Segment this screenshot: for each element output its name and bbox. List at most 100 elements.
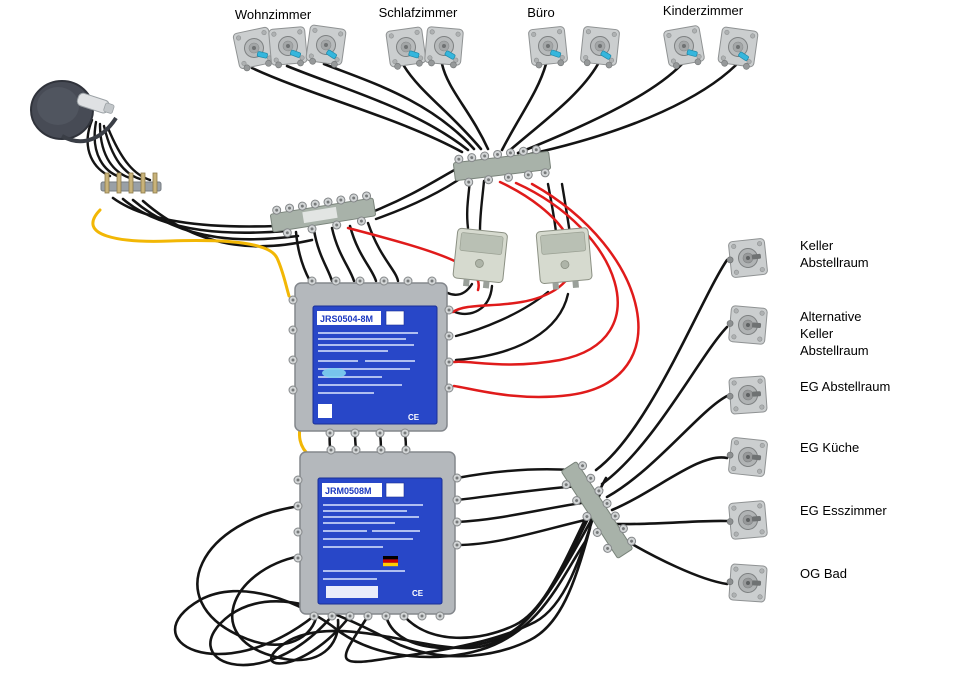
f-connector	[379, 276, 389, 286]
f-connector	[350, 428, 360, 438]
german-flag-icon	[383, 556, 398, 567]
wall-outlet	[725, 304, 769, 346]
f-connector	[444, 383, 454, 393]
multiswitch-jrm-model: JRM0508M	[325, 486, 372, 496]
f-connector	[466, 152, 477, 163]
f-connector	[444, 357, 454, 367]
f-connector	[417, 611, 427, 621]
coax-cable-black	[614, 519, 729, 526]
coax-cable-black	[600, 325, 729, 486]
coax-cable-red	[452, 181, 619, 366]
f-connector	[523, 169, 534, 180]
wall-outlet	[579, 25, 621, 70]
earthing-splitter-upper	[270, 190, 376, 238]
coax-cable-red	[452, 182, 640, 399]
room-label-altkeller-3: Abstellraum	[800, 343, 869, 358]
f-connector	[452, 473, 462, 483]
f-connector	[288, 355, 298, 365]
f-connector	[288, 325, 298, 335]
f-connector	[427, 276, 437, 286]
f-connector	[453, 154, 464, 165]
grounding-block	[100, 172, 162, 194]
coax-cable-black	[500, 62, 548, 152]
f-connector	[307, 276, 317, 286]
coax-cable-black	[231, 554, 340, 662]
coax-cable-black	[610, 456, 729, 512]
room-label-keller-2: Abstellraum	[800, 255, 869, 270]
f-connector	[375, 428, 385, 438]
satellite-dish	[30, 80, 118, 144]
coax-cable-black	[524, 63, 738, 157]
right-outlets	[724, 237, 769, 603]
top-outlets	[232, 24, 759, 73]
coax-cable-red	[451, 180, 576, 314]
coax-cable-black	[285, 64, 470, 152]
wall-outlet	[423, 25, 465, 69]
coax-cable-black	[516, 62, 684, 155]
multiswitch-jrs: JRS0504-8M CE	[288, 276, 454, 438]
coax-cable-black	[344, 500, 600, 664]
wall-outlet	[304, 24, 347, 69]
room-labels-right: Keller Abstellraum Alternative Keller Ab…	[800, 238, 890, 581]
wall-outlet	[385, 26, 428, 71]
room-label-eg-abstellraum: EG Abstellraum	[800, 379, 890, 394]
f-connector	[505, 147, 516, 158]
f-connector	[351, 445, 361, 455]
f-connector	[326, 445, 336, 455]
coax-cable-black	[366, 221, 400, 283]
wall-outlet	[724, 237, 769, 279]
coax-cable-black	[102, 124, 142, 181]
wall-outlet	[527, 25, 569, 70]
f-connector	[376, 445, 386, 455]
coax-cable-black	[348, 224, 378, 283]
coax-cable-black	[131, 198, 300, 241]
coax-cable-black	[141, 199, 314, 248]
coax-cable-black	[440, 62, 490, 151]
f-connector	[483, 174, 494, 185]
f-connector	[325, 428, 335, 438]
f-connector	[400, 428, 410, 438]
room-label-altkeller-1: Alternative	[800, 309, 861, 324]
f-connector	[355, 276, 365, 286]
wall-outlet	[725, 563, 768, 603]
f-connector	[293, 475, 303, 485]
f-connector	[531, 144, 542, 155]
wall-outlet	[662, 24, 706, 71]
coax-cable-black	[465, 178, 472, 230]
f-connector	[288, 385, 298, 395]
coax-cable-black	[121, 197, 288, 235]
coax-cable-black	[250, 66, 464, 154]
coax-cable-black	[330, 226, 356, 283]
wall-outlet	[716, 26, 759, 71]
coax-cable-black	[111, 196, 278, 228]
f-connector	[403, 276, 413, 286]
coax-cable-black	[478, 179, 486, 232]
f-connector	[463, 177, 474, 188]
f-connector	[518, 146, 529, 157]
multiswitch-jrs-model: JRS0504-8M	[320, 314, 373, 324]
coax-cable-yellow	[91, 208, 291, 298]
coax-cable-black	[455, 468, 574, 480]
amplifier-2	[535, 227, 593, 290]
coax-cable-black	[209, 526, 592, 667]
room-label-buero: Büro	[527, 5, 554, 20]
coax-cable-black	[546, 182, 558, 234]
earthing-splitter-top	[452, 144, 552, 188]
f-connector	[331, 276, 341, 286]
f-connector	[401, 445, 411, 455]
coax-cable-black	[370, 166, 460, 214]
f-connector	[452, 495, 462, 505]
coax-cable-red	[346, 226, 480, 292]
f-connector	[381, 611, 391, 621]
f-connector	[327, 611, 337, 621]
room-label-keller-1: Keller	[800, 238, 834, 253]
wall-outlet	[725, 499, 769, 541]
room-label-kinderzimmer: Kinderzimmer	[663, 3, 744, 18]
coax-cable-black	[294, 230, 312, 283]
f-connector	[540, 167, 551, 178]
f-connector	[399, 611, 409, 621]
room-label-og-bad: OG Bad	[800, 566, 847, 581]
coax-cable-black	[402, 64, 483, 151]
coax-cable-black	[594, 258, 729, 472]
coax-cable-black	[454, 292, 570, 362]
